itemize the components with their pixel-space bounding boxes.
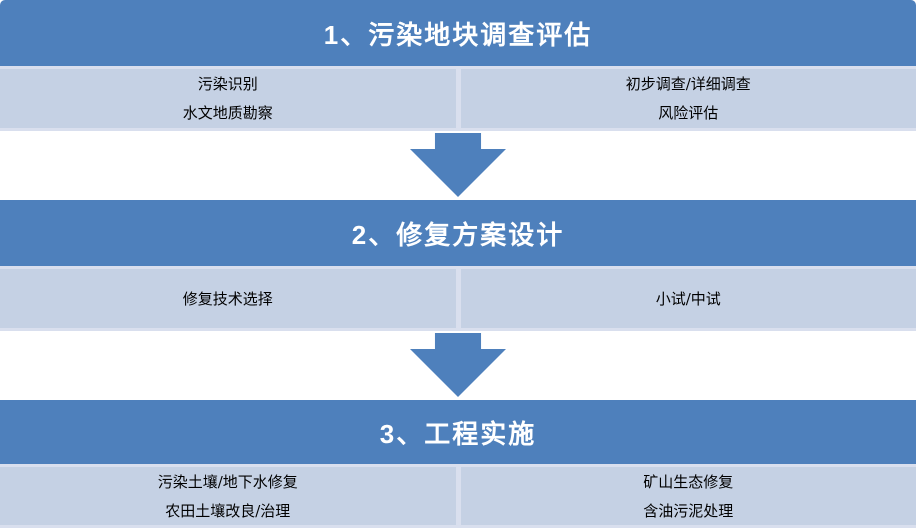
stage-1-title: 1、污染地块调查评估: [323, 19, 593, 50]
flow-connector-2: [0, 331, 916, 400]
down-arrow-icon: [410, 333, 506, 397]
stage-1-header: 1、污染地块调查评估: [0, 0, 916, 66]
column-divider: [455, 269, 461, 328]
panel-item: 初步调查/详细调查: [625, 74, 751, 93]
panel-item: 污染识别: [197, 74, 258, 93]
panel-item: 污染土壤/地下水修复: [157, 472, 298, 491]
column-divider: [455, 69, 461, 128]
stage-3-right-column: 矿山生态修复 含油污泥处理: [460, 467, 916, 525]
panel-item: 风险评估: [658, 104, 719, 123]
stage-3: 3、工程实施 污染土壤/地下水修复 农田土壤改良/治理 矿山生态修复 含油污泥处…: [0, 400, 916, 528]
panel-item: 含油污泥处理: [643, 501, 734, 520]
stage-3-title: 3、工程实施: [379, 418, 537, 449]
stage-2-right-column: 小试/中试: [460, 269, 916, 328]
stage-1-panel: 污染识别 水文地质勘察 初步调查/详细调查 风险评估: [0, 66, 916, 131]
flow-connector-1: [0, 131, 916, 200]
stage-2-left-column: 修复技术选择: [0, 269, 456, 328]
panel-item: 水文地质勘察: [182, 104, 273, 123]
stage-2-title: 2、修复方案设计: [351, 219, 565, 250]
stage-2-header: 2、修复方案设计: [0, 200, 916, 266]
panel-item: 修复技术选择: [182, 289, 273, 308]
down-arrow-icon: [410, 133, 506, 197]
stage-2: 2、修复方案设计 修复技术选择 小试/中试: [0, 200, 916, 331]
stage-3-panel: 污染土壤/地下水修复 农田土壤改良/治理 矿山生态修复 含油污泥处理: [0, 464, 916, 528]
panel-item: 小试/中试: [655, 289, 721, 308]
stage-3-header: 3、工程实施: [0, 400, 916, 464]
stage-3-left-column: 污染土壤/地下水修复 农田土壤改良/治理: [0, 467, 456, 525]
stage-1-right-column: 初步调查/详细调查 风险评估: [460, 69, 916, 128]
panel-item: 矿山生态修复: [643, 472, 734, 491]
column-divider: [455, 467, 461, 525]
stage-2-panel: 修复技术选择 小试/中试: [0, 266, 916, 331]
stage-1: 1、污染地块调查评估 污染识别 水文地质勘察 初步调查/详细调查 风险评估: [0, 0, 916, 131]
stage-1-left-column: 污染识别 水文地质勘察: [0, 69, 456, 128]
panel-item: 农田土壤改良/治理: [165, 501, 291, 520]
